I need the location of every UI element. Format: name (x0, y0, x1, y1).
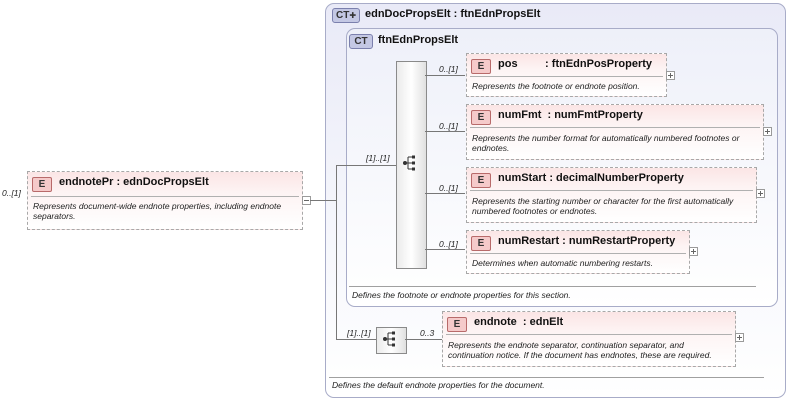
pos-cardinality: 0..[1] (439, 64, 458, 74)
connector-line (310, 200, 336, 201)
root-cardinality: 0..[1] (2, 188, 21, 198)
numFmt-cardinality: 0..[1] (439, 121, 458, 131)
element-description: Represents the starting number or charac… (472, 196, 734, 216)
connector-line (336, 339, 376, 340)
element-name: pos : ftnEdnPosProperty (498, 58, 653, 70)
expand-icon[interactable] (756, 189, 765, 198)
root-element-description: Represents document-wide endnote propert… (33, 201, 282, 221)
element-numFmt[interactable]: E numFmt : numFmtProperty Represents the… (466, 104, 764, 160)
element-description: Determines when automatic numbering rest… (472, 258, 653, 268)
inner-type-title: ftnEdnPropsElt (378, 34, 459, 46)
sequence-icon (403, 155, 415, 171)
inner-sequence-compositor[interactable] (396, 61, 427, 269)
element-badge: E (471, 236, 491, 251)
element-description: Represents the number format for automat… (472, 133, 740, 153)
element-name: numStart : decimalNumberProperty (498, 172, 684, 184)
connector-line (336, 165, 337, 339)
root-element-endnotePr[interactable]: E endnotePr : ednDocPropsElt Represents … (27, 171, 303, 230)
element-divider (470, 253, 686, 254)
element-divider (470, 76, 663, 77)
outer-type-divider (329, 377, 764, 378)
sequence-icon (383, 331, 395, 347)
element-divider (470, 190, 753, 191)
element-badge: E (471, 110, 491, 125)
connector-line (425, 193, 465, 194)
root-element-name: endnotePr : ednDocPropsElt (59, 176, 209, 188)
element-description: Represents the footnote or endnote posit… (472, 81, 640, 91)
element-badge: E (447, 317, 467, 332)
element-description: Represents the endnote separator, contin… (448, 340, 712, 360)
element-pos[interactable]: E pos : ftnEdnPosProperty Represents the… (466, 53, 667, 97)
element-name: numFmt : numFmtProperty (498, 109, 643, 121)
root-element-divider (31, 196, 299, 197)
endnote-cardinality: 0..3 (420, 328, 435, 338)
outer-sequence-compositor[interactable] (376, 327, 407, 354)
element-name: numRestart : numRestartProperty (498, 235, 676, 247)
connector-line (425, 249, 465, 250)
connector-line (336, 165, 396, 166)
element-badge: E (471, 59, 491, 74)
inner-type-badge: CT (349, 34, 373, 49)
expand-icon[interactable] (689, 247, 698, 256)
outer-type-badge: CT (335, 10, 350, 21)
complex-type-badge-icon: CT✚ (332, 8, 360, 23)
connector-line (425, 131, 465, 132)
numStart-cardinality: 0..[1] (439, 183, 458, 193)
element-divider (470, 127, 760, 128)
element-badge: E (471, 173, 491, 188)
connector-line (425, 75, 465, 76)
element-numStart[interactable]: E numStart : decimalNumberProperty Repre… (466, 167, 757, 223)
element-numRestart[interactable]: E numRestart : numRestartProperty Determ… (466, 230, 690, 274)
element-endnote[interactable]: E endnote : ednElt Represents the endnot… (442, 311, 736, 367)
inner-type-description: Defines the footnote or endnote properti… (352, 290, 571, 300)
inner-type-divider (349, 286, 756, 287)
element-name: endnote : ednElt (474, 316, 564, 328)
outer-sequence-cardinality: [1]..[1] (347, 328, 371, 338)
expand-icon[interactable] (666, 71, 675, 80)
inner-sequence-cardinality: [1]..[1] (366, 153, 390, 163)
numRestart-cardinality: 0..[1] (439, 239, 458, 249)
outer-type-description: Defines the default endnote properties f… (332, 380, 545, 390)
element-divider (446, 334, 732, 335)
expand-icon[interactable] (735, 333, 744, 342)
element-badge: E (32, 177, 52, 192)
outer-type-title: ednDocPropsElt : ftnEdnPropsElt (365, 8, 541, 20)
expand-icon[interactable] (763, 127, 772, 136)
connector-line (405, 339, 442, 340)
